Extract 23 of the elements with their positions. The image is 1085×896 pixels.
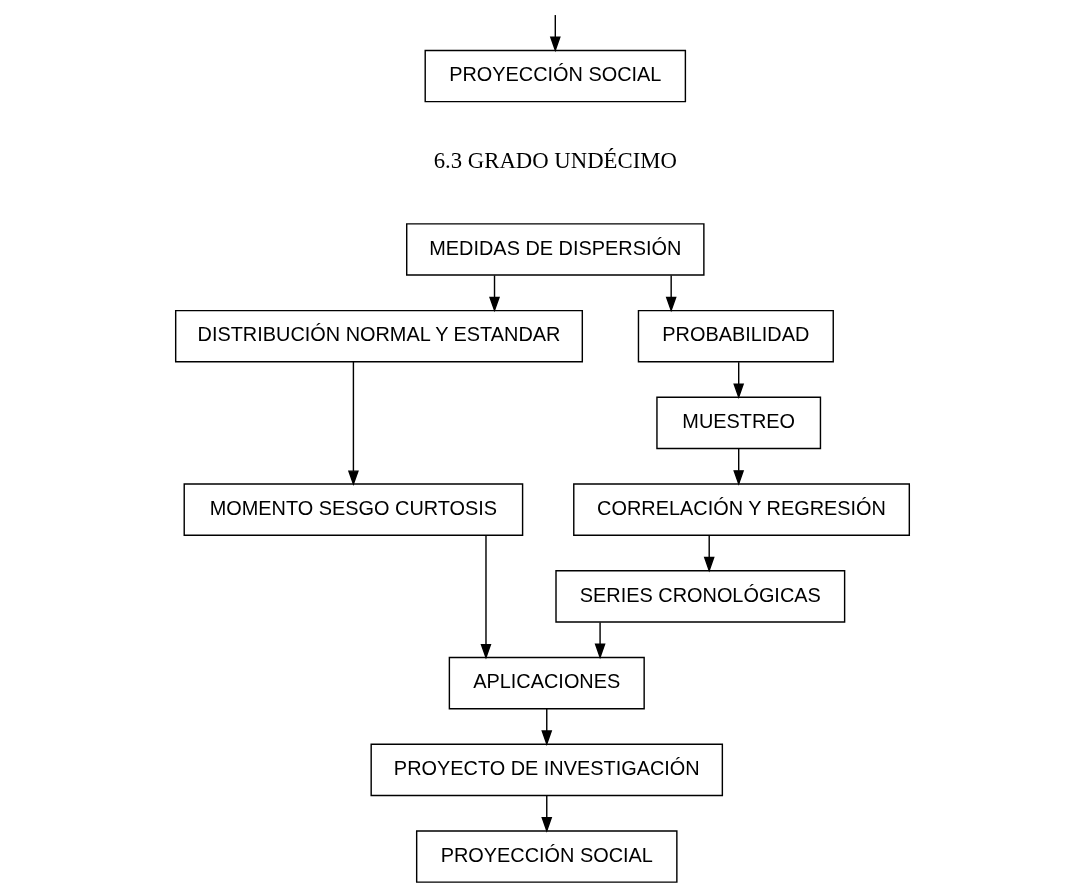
node-box: SERIES CRONOLÓGICAS xyxy=(555,570,846,623)
node-box: PROYECCIÓN SOCIAL xyxy=(415,830,678,883)
arrow xyxy=(480,534,492,660)
arrow xyxy=(541,795,553,833)
node-box: PROYECCIÓN SOCIAL xyxy=(424,49,687,103)
arrow xyxy=(549,14,561,53)
arrow xyxy=(703,534,715,573)
arrow xyxy=(594,621,606,660)
node-box: CORRELACIÓN Y REGRESIÓN xyxy=(573,483,910,536)
node-box: MOMENTO SESGO CURTOSIS xyxy=(183,483,524,536)
node-box: APLICACIONES xyxy=(448,656,645,710)
arrow xyxy=(733,448,745,486)
arrow xyxy=(665,274,677,313)
arrow xyxy=(733,361,745,400)
node-box: PROYECTO DE INVESTIGACIÓN xyxy=(370,743,724,797)
node-box: MEDIDAS DE DISPERSIÓN xyxy=(406,223,705,276)
node-box: PROBABILIDAD xyxy=(637,309,834,363)
node-box: MUESTREO xyxy=(656,396,822,450)
arrow xyxy=(347,361,359,487)
label: 6.3 GRADO UNDÉCIMO xyxy=(433,148,677,174)
node-box: DISTRIBUCIÓN NORMAL Y ESTANDAR xyxy=(175,309,583,363)
arrow xyxy=(541,708,553,746)
arrow xyxy=(489,274,500,313)
